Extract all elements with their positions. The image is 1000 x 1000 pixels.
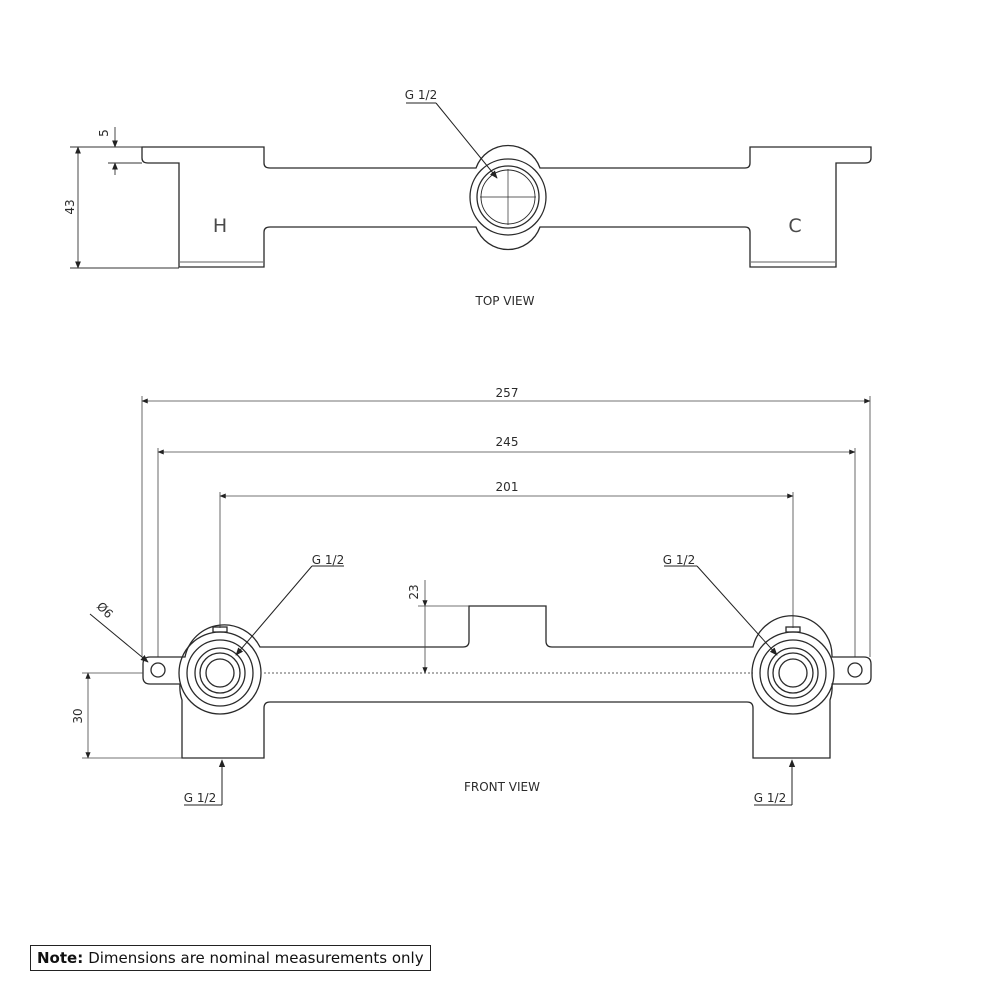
front-view-caption: FRONT VIEW bbox=[464, 780, 540, 794]
front-view bbox=[142, 605, 872, 759]
dim-flange-5: 5 bbox=[97, 129, 111, 137]
dim-base-30: 30 bbox=[71, 708, 85, 723]
cold-mark: C bbox=[788, 215, 801, 237]
hot-mark: H bbox=[213, 215, 227, 237]
note-label: Note: bbox=[37, 949, 84, 967]
front-view-outline bbox=[142, 605, 872, 759]
dim-overall-257: 257 bbox=[496, 386, 519, 400]
note-text: Dimensions are nominal measurements only bbox=[88, 949, 424, 967]
top-view bbox=[141, 144, 872, 268]
dimensions-note: Note: Dimensions are nominal measurement… bbox=[30, 945, 431, 971]
mount-hole-right bbox=[847, 662, 863, 678]
mount-hole-left bbox=[150, 662, 166, 678]
dim-hole-centres-245: 245 bbox=[496, 435, 519, 449]
dim-hole-dia: Ø6 bbox=[94, 599, 116, 621]
thread-callout-bottom-left: G 1/2 bbox=[184, 791, 216, 805]
thread-callout-right: G 1/2 bbox=[663, 553, 695, 567]
top-outlet-boss bbox=[469, 158, 547, 236]
outlet-left bbox=[178, 626, 262, 715]
dim-height-43: 43 bbox=[63, 199, 77, 214]
dim-outlet-centres-201: 201 bbox=[496, 480, 519, 494]
outlet-right bbox=[751, 626, 835, 715]
thread-callout-bottom-right: G 1/2 bbox=[754, 791, 786, 805]
top-view-caption: TOP VIEW bbox=[474, 294, 534, 308]
dim-inlet-rise-23: 23 bbox=[407, 584, 421, 599]
top-view-outline bbox=[141, 144, 872, 268]
top-thread-callout: G 1/2 bbox=[405, 88, 437, 102]
thread-callout-left: G 1/2 bbox=[312, 553, 344, 567]
